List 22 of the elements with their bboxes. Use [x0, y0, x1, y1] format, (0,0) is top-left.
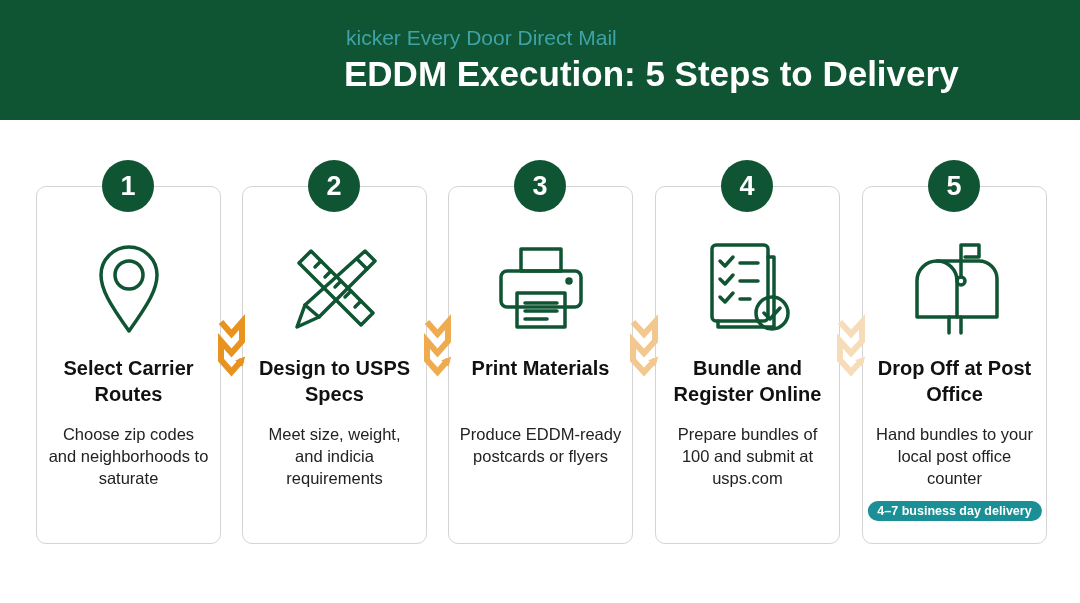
step-number-circle: 1 [102, 160, 154, 212]
step-description: Meet size, weight, and indicia requirements [267, 424, 402, 489]
chevron-arrow [837, 314, 866, 377]
step-heading: Bundle and Register Online [672, 356, 823, 407]
step-heading: Print Materials [470, 356, 611, 381]
step-number-circle: 2 [308, 160, 360, 212]
step-number-circle: 3 [514, 160, 566, 212]
title: EDDM Execution: 5 Steps to Delivery [344, 54, 959, 94]
delivery-time-pill: 4–7 business day delivery [867, 501, 1042, 521]
step-number-circle: 5 [928, 160, 980, 212]
step-description: Choose zip codes and neighborhoods to saturate [47, 424, 210, 489]
chevron-arrow [218, 314, 246, 377]
chevron-arrow [424, 314, 452, 377]
chevron-arrow [630, 314, 659, 377]
step-description: Hand bundles to your local post office counter [875, 424, 1034, 489]
step-heading: Drop Off at Post Office [876, 356, 1033, 407]
kicker-text: kicker Every Door Direct Mail [346, 26, 617, 50]
step-number-circle: 4 [721, 160, 773, 212]
step-heading: Design to USPS Specs [257, 356, 412, 407]
step-heading: Select Carrier Routes [62, 356, 195, 407]
step-description: Produce EDDM-ready postcards or flyers [459, 424, 622, 467]
step-description: Prepare bundles of 100 and submit at usps.com [676, 424, 819, 489]
